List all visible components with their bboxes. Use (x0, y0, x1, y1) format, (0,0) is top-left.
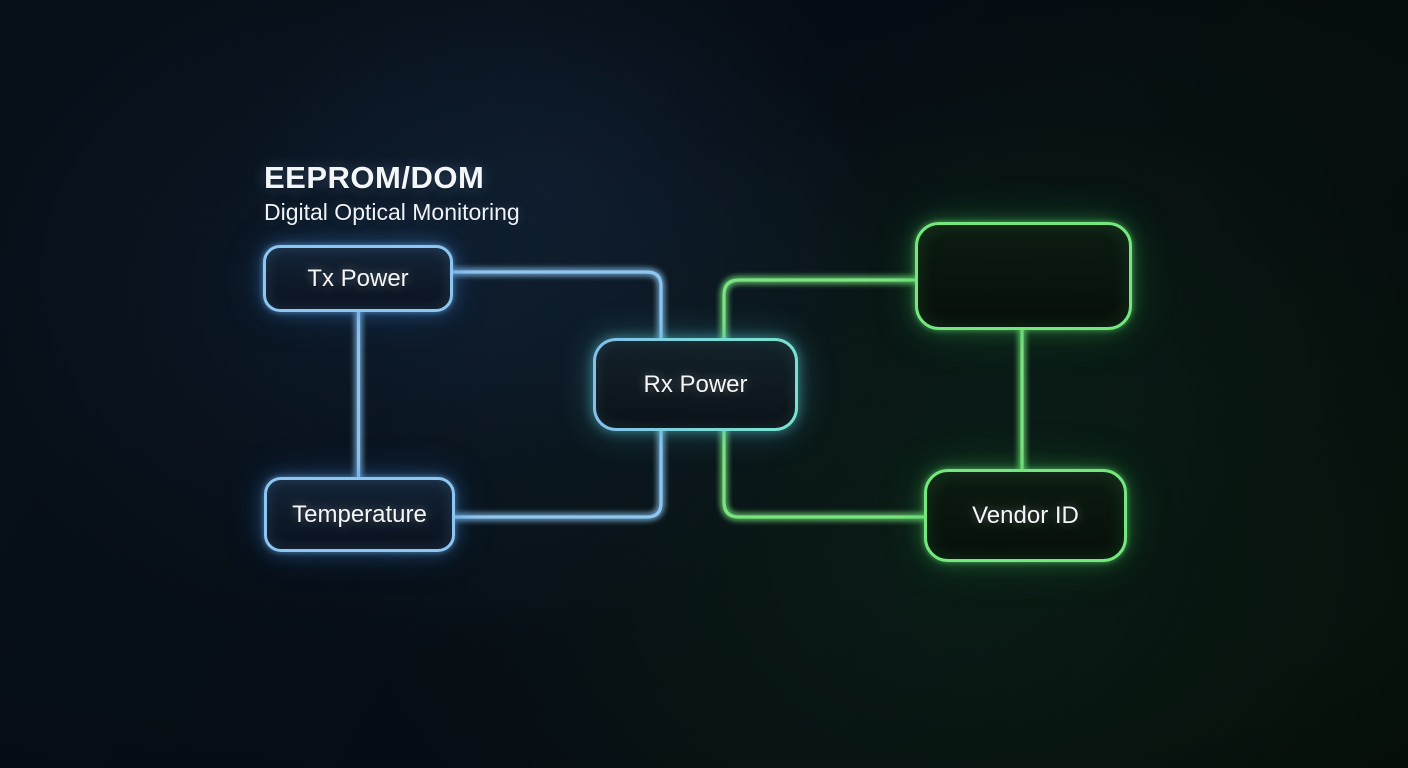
node-rx-power-label: Rx Power (643, 370, 748, 398)
node-tx-power-label: Tx Power (307, 264, 409, 292)
node-temperature: Temperature (264, 477, 455, 552)
diagram-title: EEPROM/DOM (264, 160, 485, 195)
node-tx-power: Tx Power (263, 245, 453, 312)
node-unlabeled (915, 222, 1132, 330)
diagram-subtitle: Digital Optical Monitoring (264, 198, 520, 225)
title-block: EEPROM/DOM Digital Optical Monitoring (264, 160, 520, 226)
node-temperature-label: Temperature (292, 500, 427, 528)
node-rx-power: Rx Power (593, 338, 798, 431)
node-vendor-id-label: Vendor ID (972, 501, 1079, 529)
node-vendor-id: Vendor ID (924, 469, 1127, 562)
node-rx-power-body: Rx Power (596, 341, 795, 428)
